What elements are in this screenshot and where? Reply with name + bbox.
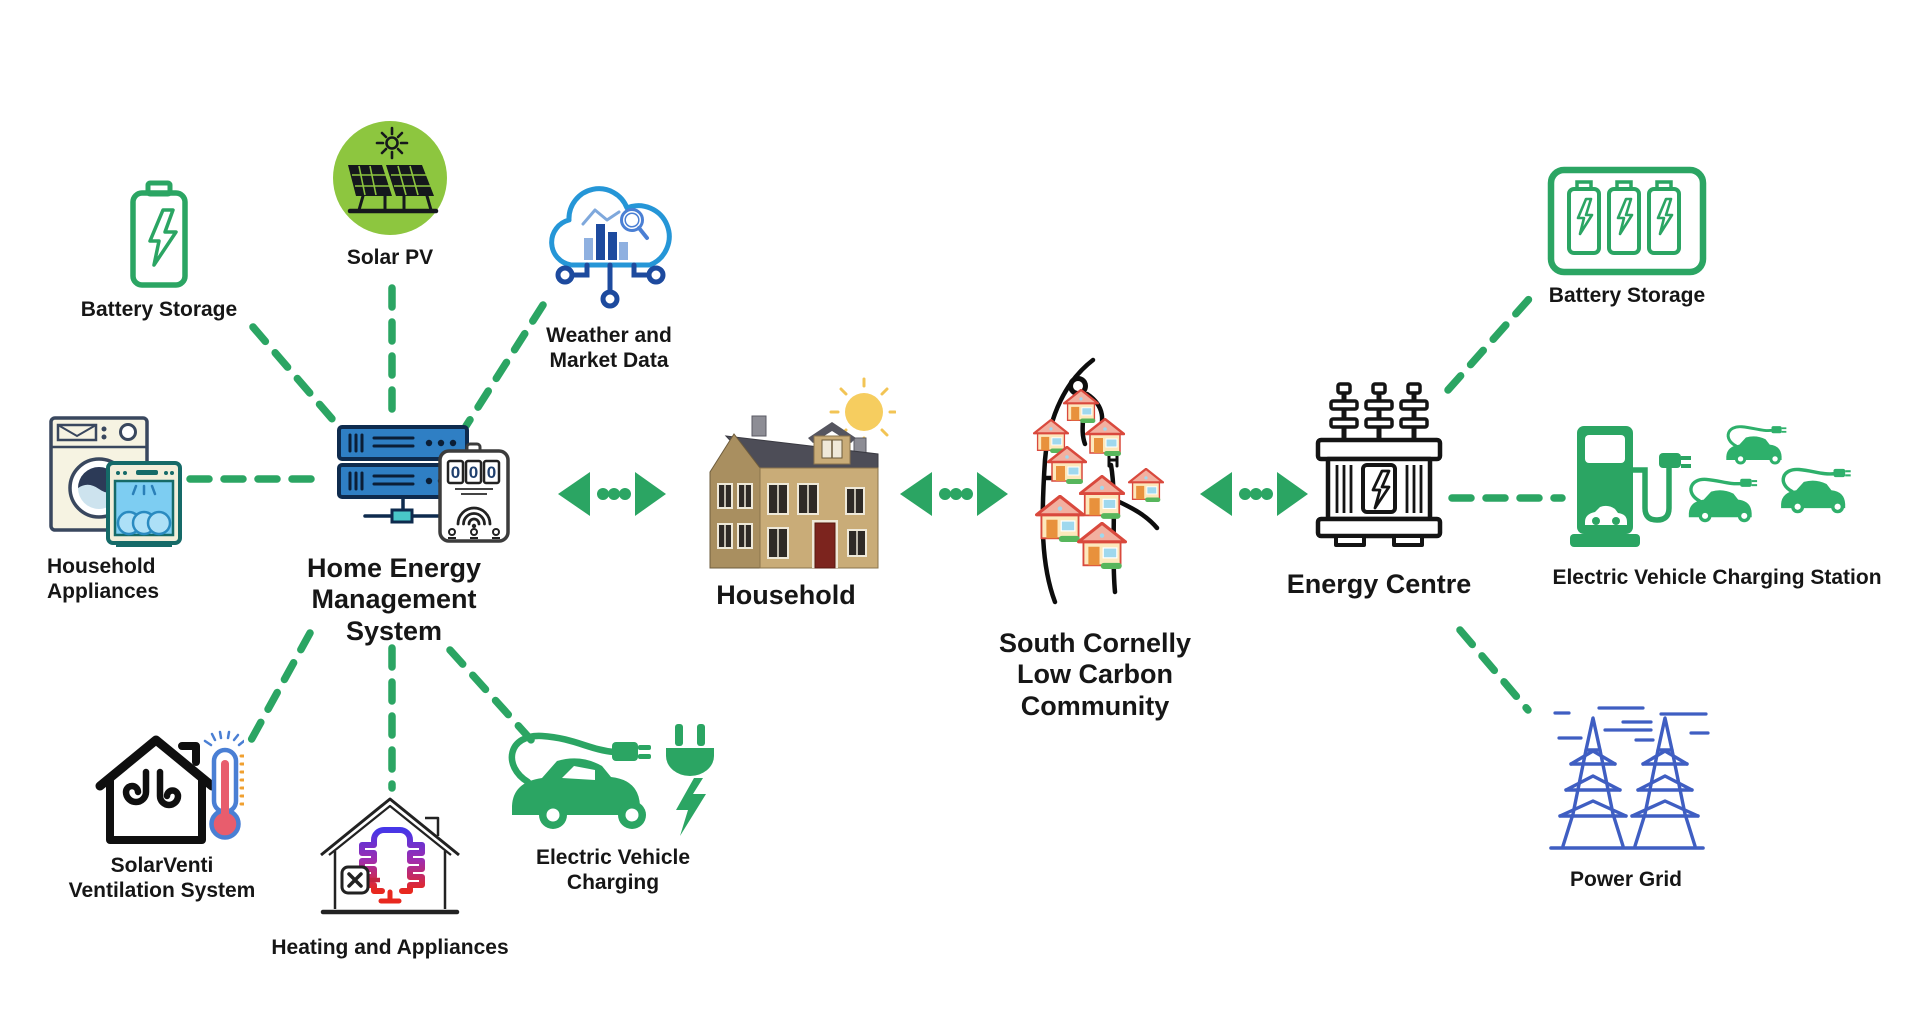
house-icon: [709, 377, 896, 569]
meter-digit: 0: [468, 463, 477, 482]
sun-icon: [845, 393, 883, 431]
community-map-icon: [1033, 357, 1164, 605]
power-grid-label: Power Grid: [1569, 868, 1683, 891]
ventilation-house-icon: [95, 730, 244, 844]
node-heating-appliances: Heating and Appliances: [270, 793, 510, 961]
link-energy-grid: [1456, 626, 1532, 714]
battery-icon: [130, 180, 188, 288]
transformer-icon: [1315, 382, 1443, 547]
ev-charging-station-label: Electric Vehicle Charging Station: [1552, 566, 1882, 589]
solarventi-label: SolarVenti Ventilation System: [68, 854, 256, 902]
battery-storage-right-label: Battery Storage: [1548, 284, 1706, 307]
node-ev-charging-station: Electric Vehicle Charging Station: [1552, 408, 1882, 591]
weather-cloud-icon: [548, 186, 672, 309]
node-hems: 0 0 0 Home Energy Management System: [264, 425, 524, 647]
node-ev-charging: Electric Vehicle Charging: [493, 720, 733, 896]
household-label: Household: [716, 580, 856, 610]
solar-pv-icon: [333, 121, 447, 235]
solar-pv-label: Solar PV: [346, 246, 434, 269]
node-weather-market-data: Weather and Market Data: [489, 168, 729, 374]
thermometer-icon: [203, 730, 244, 840]
ev-car-plug-icon: [508, 724, 714, 836]
node-solar-pv: Solar PV: [270, 118, 510, 271]
heating-house-icon: [320, 797, 460, 915]
energy-centre-label: Energy Centre: [1286, 569, 1472, 599]
node-battery-storage-left: Battery Storage: [39, 180, 279, 323]
household-appliances-label: Household Appliances: [47, 555, 160, 603]
meter-digit: 0: [450, 463, 459, 482]
battery-storage-left-label: Battery Storage: [80, 298, 238, 321]
smart-meter-icon: 0 0 0: [437, 442, 510, 543]
hems-server-meter-icon: 0 0 0: [336, 425, 510, 543]
ev-charging-label: Electric Vehicle Charging: [535, 846, 691, 894]
node-battery-storage-right: Battery Storage: [1507, 166, 1747, 309]
charging-station-icon: [1570, 424, 1853, 547]
weather-market-data-label: Weather and Market Data: [546, 324, 672, 372]
link-battery-hems: [249, 323, 337, 424]
arrow-hems-household: [558, 472, 666, 516]
heating-appliances-label: Heating and Appliances: [271, 936, 509, 959]
battery-bank-icon: [1547, 166, 1707, 276]
meter-digit: 0: [486, 463, 495, 482]
community-label: South Cornelly Low Carbon Community: [998, 628, 1191, 721]
node-energy-centre: Energy Centre: [1259, 376, 1499, 600]
hems-label: Home Energy Management System: [306, 553, 482, 646]
node-household: Household: [666, 372, 906, 611]
node-community: South Cornelly Low Carbon Community: [975, 350, 1215, 722]
node-household-appliances: Household Appliances: [35, 415, 195, 605]
link-hems-solarventi: [246, 629, 314, 746]
node-power-grid: Power Grid: [1506, 700, 1746, 893]
node-solarventi: SolarVenti Ventilation System: [42, 728, 282, 904]
washer-dishwasher-icon: [48, 416, 182, 547]
pylon-icon: [1549, 706, 1710, 850]
